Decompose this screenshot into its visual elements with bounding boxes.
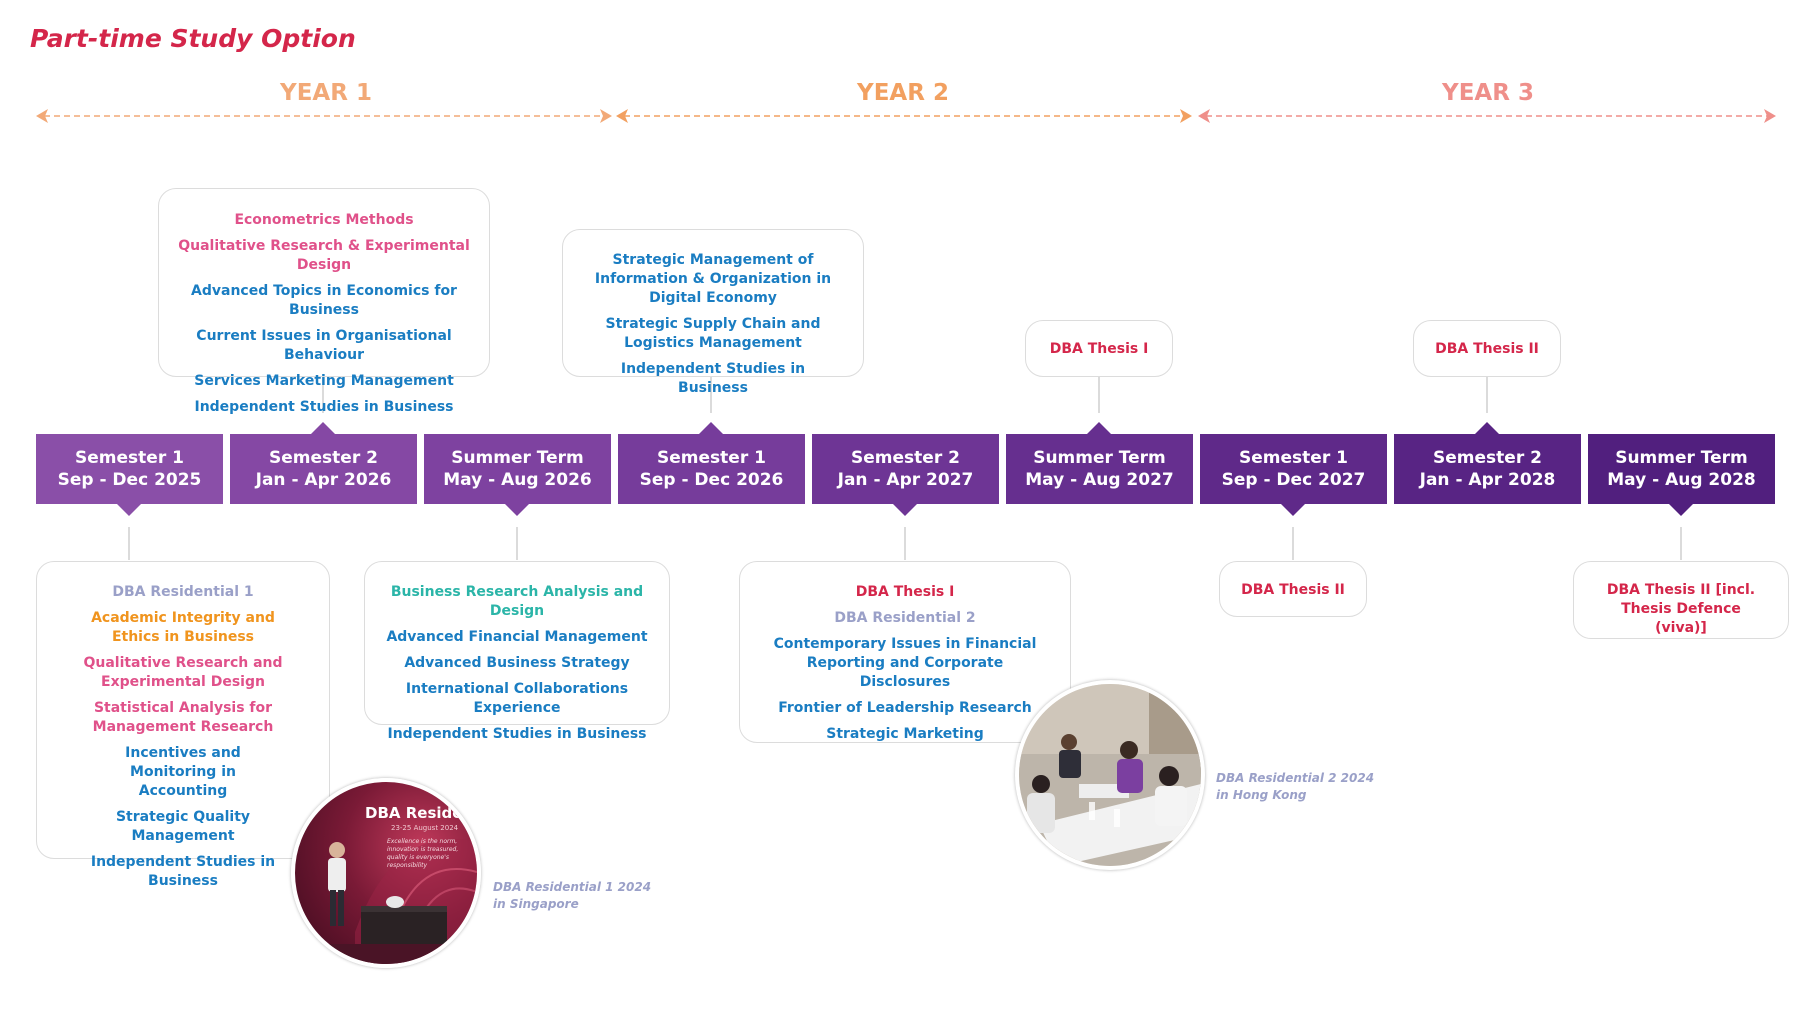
term-name: Summer Term: [1615, 448, 1748, 468]
residential-banner: DBA Residential: [365, 804, 481, 822]
term-block: Semester 1 Sep - Dec 2027: [1200, 434, 1387, 504]
course-item: DBA Thesis I: [855, 584, 955, 600]
year-1-label: YEAR 1: [280, 80, 372, 106]
year-3-span-arrow: [1198, 109, 1776, 123]
term-dates: Jan - Apr 2026: [255, 470, 392, 490]
course-item: Incentives and Monitoring in Accounting: [125, 745, 241, 799]
course-box-t8-top: DBA Thesis II: [1413, 320, 1561, 377]
term-dates: May - Aug 2027: [1025, 470, 1174, 490]
term-block: Semester 2 Jan - Apr 2028: [1394, 434, 1581, 504]
term-block: Semester 2 Jan - Apr 2027: [812, 434, 999, 504]
term-name: Semester 1: [75, 448, 184, 468]
term-dates: Sep - Dec 2027: [1221, 470, 1366, 490]
course-item: International Collaborations Experience: [405, 681, 629, 716]
course-item: Contemporary Issues in Financial Reporti…: [773, 636, 1037, 690]
residential-1-caption: DBA Residential 1 2024 in Singapore: [493, 879, 651, 913]
term-block: Semester 1 Sep - Dec 2026: [618, 434, 805, 504]
term-dates: May - Aug 2028: [1607, 470, 1756, 490]
course-item: DBA Thesis II [incl. Thesis Defence (viv…: [1606, 582, 1756, 636]
residential-dates: 23-25 August 2024: [391, 824, 459, 832]
term-name: Semester 2: [1433, 448, 1542, 468]
course-item: Advanced Financial Management: [386, 629, 648, 645]
course-box-t5-bottom: DBA Thesis I DBA Residential 2 Contempor…: [739, 561, 1071, 743]
course-item: Strategic Marketing: [826, 726, 984, 742]
course-box-t3-bottom: Business Research Analysis and Design Ad…: [364, 561, 670, 742]
year-2-span-arrow: [616, 109, 1192, 123]
course-box-t2-top: Econometrics Methods Qualitative Researc…: [158, 188, 490, 415]
course-box-t1-bottom: DBA Residential 1 Academic Integrity and…: [36, 561, 330, 889]
residential-2-caption: DBA Residential 2 2024 in Hong Kong: [1216, 770, 1374, 804]
term-block: Semester 1 Sep - Dec 2025: [36, 434, 223, 504]
course-item: Academic Integrity and Ethics in Busines…: [91, 610, 275, 645]
course-item: Advanced Topics in Economics for Busines…: [191, 283, 457, 318]
term-name: Semester 2: [851, 448, 960, 468]
course-item: Business Research Analysis and Design: [390, 584, 644, 619]
residential-1-photo: DBA Residential 23-25 August 2024 Excell…: [291, 778, 481, 968]
term-name: Summer Term: [451, 448, 584, 468]
classroom-scene-illustration: [1019, 684, 1201, 866]
term-block: Semester 2 Jan - Apr 2026: [230, 434, 417, 504]
residential-2-photo: [1015, 680, 1205, 870]
course-box-t7-bottom: DBA Thesis II: [1219, 561, 1367, 617]
course-item: Independent Studies in Business: [620, 361, 806, 396]
course-box-t6-top: DBA Thesis I: [1025, 320, 1173, 377]
term-dates: Sep - Dec 2026: [639, 470, 784, 490]
year-3-label: YEAR 3: [1442, 80, 1534, 106]
course-item: DBA Thesis I: [1049, 341, 1149, 357]
course-item: DBA Thesis II: [1435, 341, 1539, 357]
event-scene-illustration: [295, 838, 477, 964]
course-item: Statistical Analysis for Management Rese…: [92, 700, 274, 735]
course-item: Strategic Supply Chain and Logistics Man…: [605, 316, 821, 351]
term-block: Summer Term May - Aug 2026: [424, 434, 611, 504]
caption-line: DBA Residential 2 2024: [1216, 771, 1375, 785]
term-name: Semester 1: [1239, 448, 1348, 468]
term-dates: Jan - Apr 2027: [837, 470, 974, 490]
course-item: Independent Studies in Business: [90, 854, 276, 889]
course-item: Services Marketing Management: [194, 373, 454, 389]
term-dates: Sep - Dec 2025: [57, 470, 202, 490]
caption-line: in Hong Kong: [1216, 788, 1307, 802]
course-item: Current Issues in Organisational Behavio…: [196, 328, 452, 363]
caption-line: in Singapore: [493, 897, 579, 911]
course-item: DBA Residential 1: [112, 584, 254, 600]
course-item: Frontier of Leadership Research: [778, 700, 1032, 716]
course-item: Strategic Management of Information & Or…: [594, 252, 832, 306]
course-item: DBA Residential 2: [834, 610, 976, 626]
course-item: Independent Studies in Business: [387, 726, 647, 742]
course-item: Qualitative Research & Experimental Desi…: [178, 238, 470, 273]
course-box-t4-top: Strategic Management of Information & Or…: [562, 229, 864, 396]
term-dates: May - Aug 2026: [443, 470, 592, 490]
term-name: Semester 2: [269, 448, 378, 468]
caption-line: DBA Residential 1 2024: [493, 880, 652, 894]
course-item: Strategic Quality Management: [115, 809, 251, 844]
year-2-label: YEAR 2: [857, 80, 949, 106]
course-item: Advanced Business Strategy: [404, 655, 630, 671]
course-item: Qualitative Research and Experimental De…: [83, 655, 283, 690]
term-name: Semester 1: [657, 448, 766, 468]
term-block: Summer Term May - Aug 2027: [1006, 434, 1193, 504]
year-1-span-arrow: [36, 109, 612, 123]
term-name: Summer Term: [1033, 448, 1166, 468]
course-item: DBA Thesis II: [1241, 582, 1345, 598]
course-box-t9-bottom: DBA Thesis II [incl. Thesis Defence (viv…: [1573, 561, 1789, 639]
residential-slogan: Excellence is the norm, innovation is tr…: [387, 838, 459, 869]
term-block: Summer Term May - Aug 2028: [1588, 434, 1775, 504]
page-title: Part-time Study Option: [30, 24, 356, 53]
course-item: Econometrics Methods: [234, 212, 414, 228]
course-item: Independent Studies in Business: [194, 399, 454, 415]
term-dates: Jan - Apr 2028: [1419, 470, 1556, 490]
